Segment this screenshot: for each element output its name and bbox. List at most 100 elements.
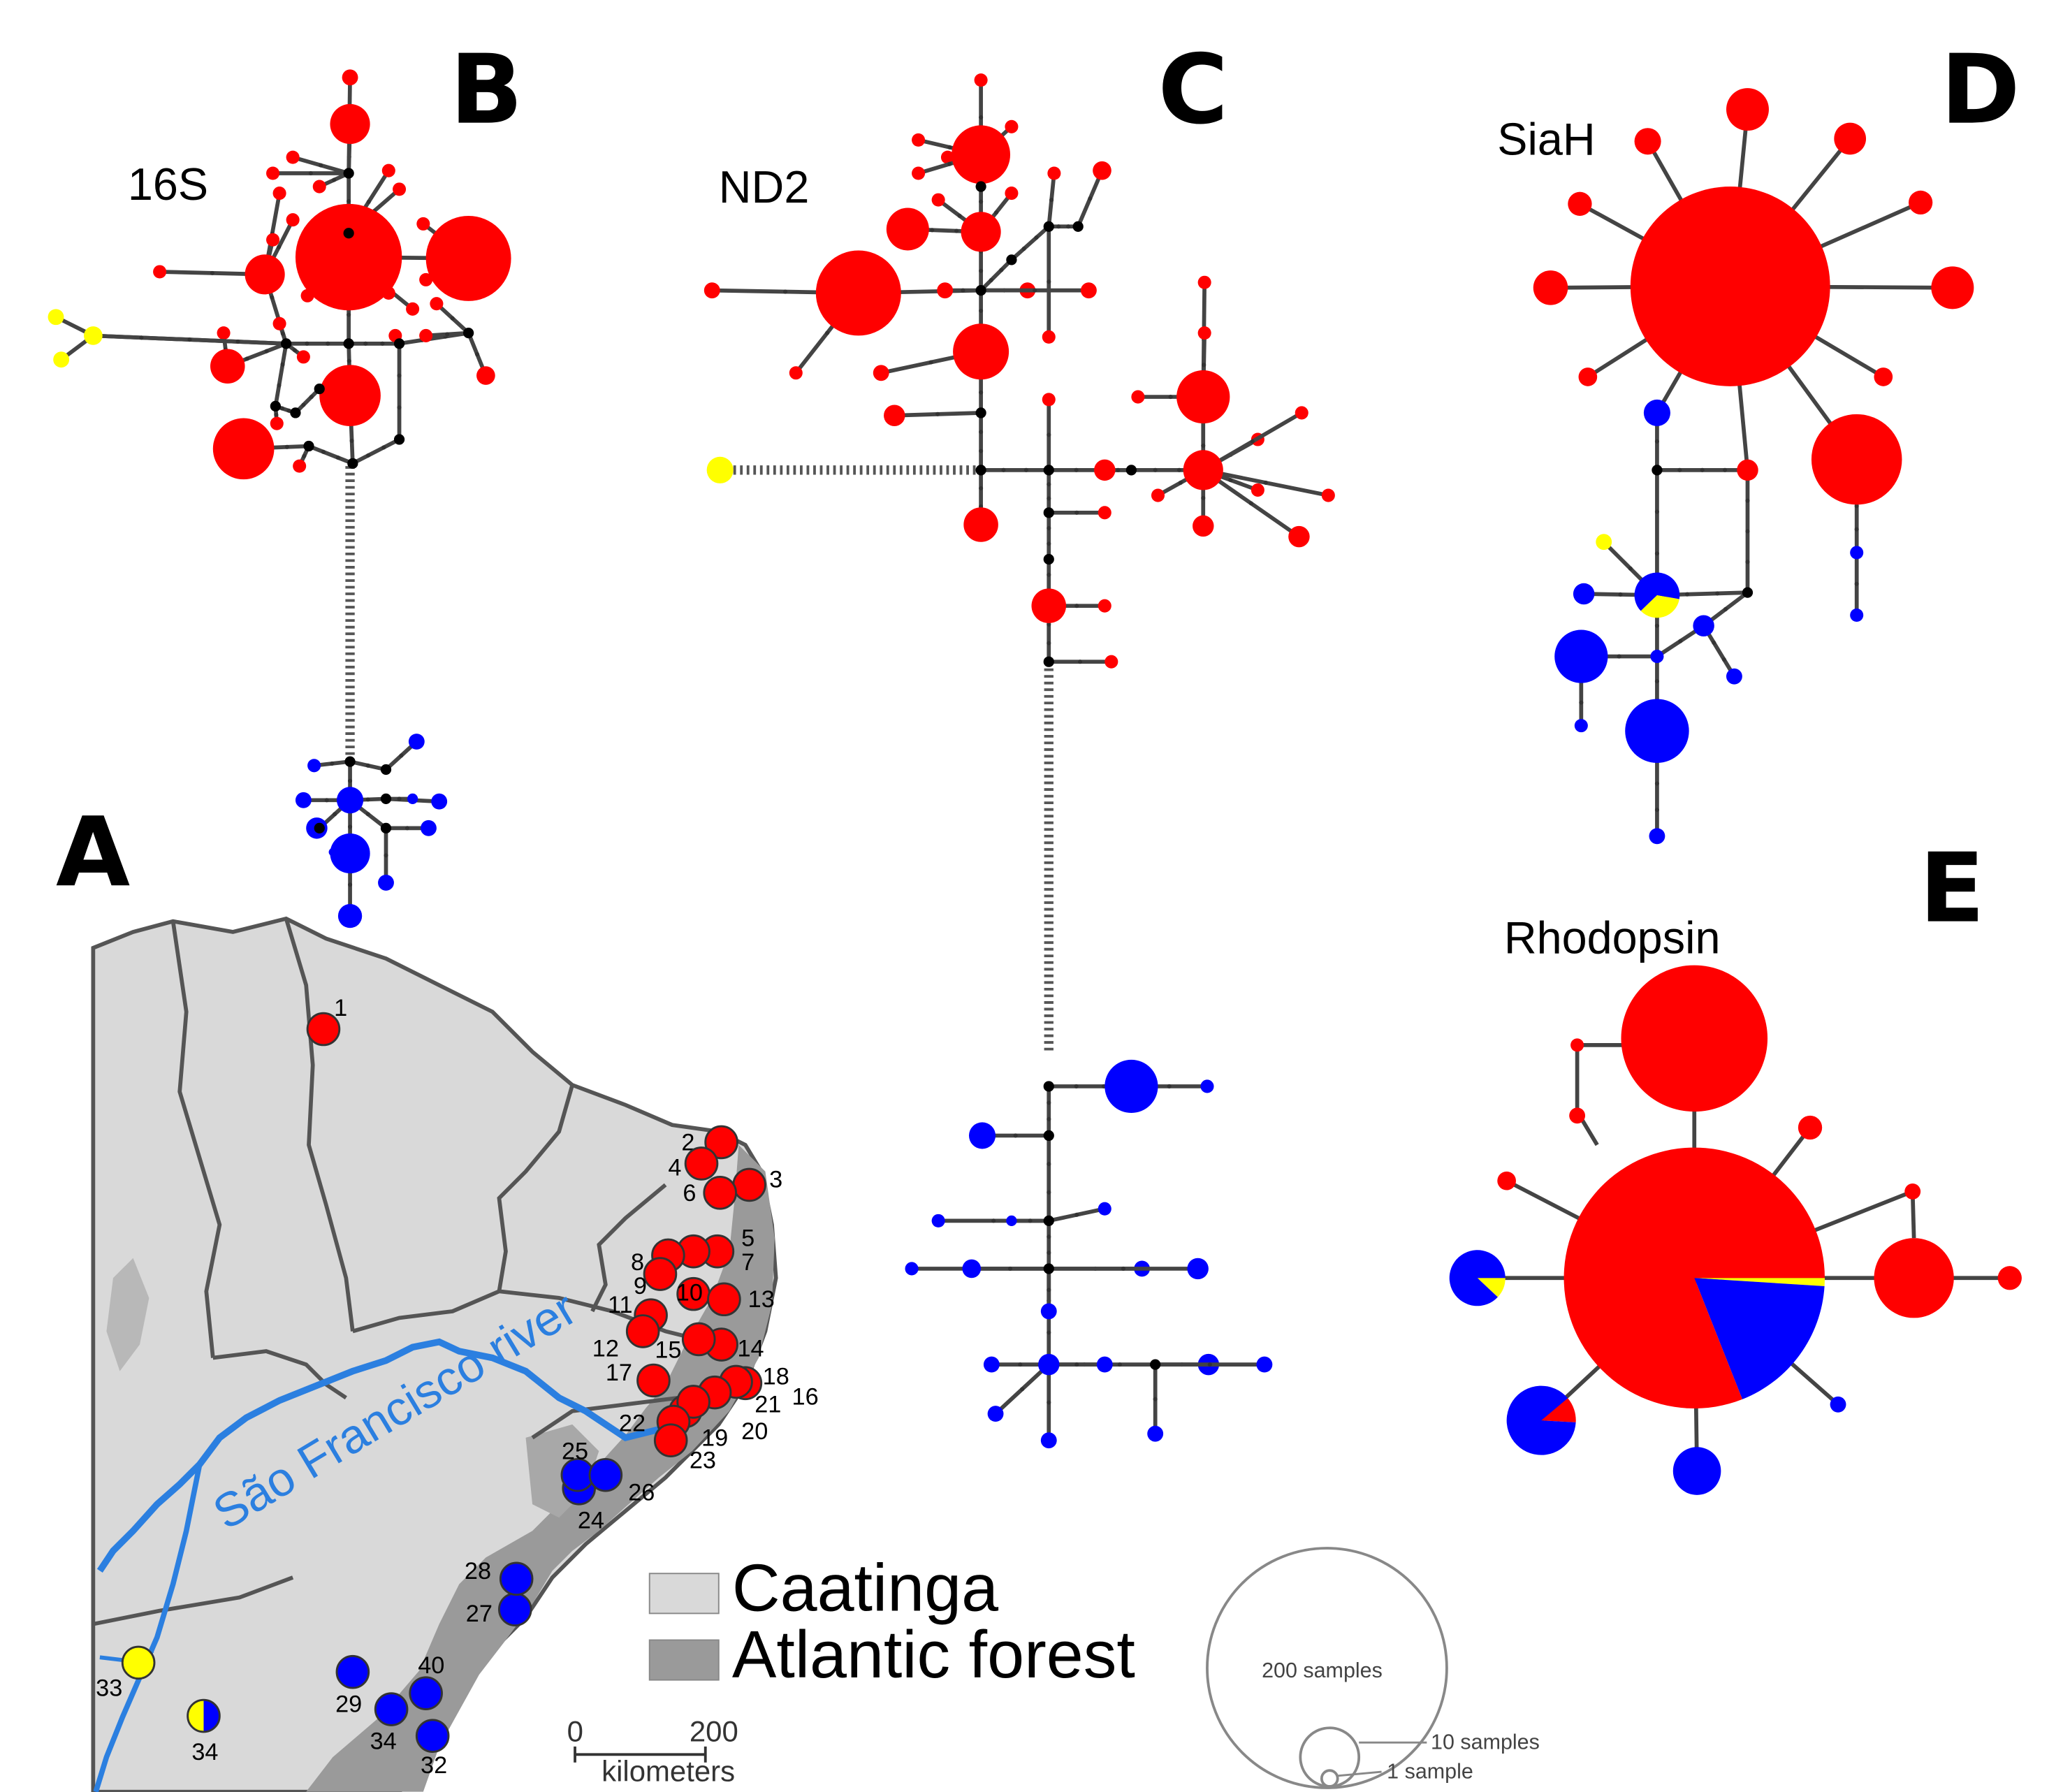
mutation-step <box>1153 1397 1158 1401</box>
haplotype-node <box>1874 367 1893 386</box>
sample-site <box>625 1314 660 1348</box>
haplotype-node <box>1256 1356 1273 1373</box>
mutation-step <box>384 853 388 858</box>
mutation-step <box>348 778 353 783</box>
median-vector <box>1043 1081 1054 1092</box>
sample-site-label: 10 <box>676 1280 703 1306</box>
sample-site-mixed <box>187 1700 220 1732</box>
median-vector <box>393 338 405 349</box>
sample-site-label: 3 <box>769 1167 782 1193</box>
mutation-step <box>1047 641 1051 646</box>
mutation-step <box>139 335 144 340</box>
mutation-step <box>474 352 480 357</box>
mutation-step <box>1618 592 1623 597</box>
pie-slice <box>187 1700 204 1732</box>
haplotype-node <box>1497 1171 1516 1190</box>
haplotype-node <box>952 125 1011 184</box>
haplotype-node <box>1105 655 1118 669</box>
mutation-step <box>1207 1362 1212 1367</box>
mutation-step <box>348 882 353 887</box>
haplotype-node <box>1096 1356 1113 1373</box>
haplotype-node <box>1693 615 1714 636</box>
mutation-step <box>279 406 284 411</box>
mutation-step <box>365 763 370 768</box>
haplotype-node <box>210 349 245 384</box>
haplotype-node <box>1295 406 1308 420</box>
pie-slice <box>1694 1278 1825 1399</box>
haplotype-node <box>1251 483 1264 497</box>
mutation-step <box>1074 467 1079 472</box>
mutation-step <box>1654 551 1659 556</box>
network-edge <box>979 258 1013 292</box>
network-nd2 <box>704 73 1335 1449</box>
mutation-step <box>989 277 993 283</box>
mutation-step <box>1678 639 1683 643</box>
haplotype-node <box>416 217 430 231</box>
panel-letter-a: A <box>56 797 130 908</box>
haplotype-node <box>307 759 321 773</box>
haplotype-node <box>1649 828 1665 845</box>
sample-site-label: 13 <box>748 1286 775 1313</box>
haplotype-node <box>815 250 901 336</box>
mutation-step <box>381 445 386 450</box>
haplotype-node <box>1569 1107 1586 1124</box>
sample-site-label: 25 <box>562 1438 588 1464</box>
network-rhodopsin <box>1449 965 2022 1495</box>
sample-site <box>415 1719 450 1753</box>
mutation-step <box>335 456 340 460</box>
mutation-step <box>1047 1100 1051 1105</box>
mutation-step <box>993 210 999 215</box>
sample-site-label: 19 <box>701 1425 728 1451</box>
mutation-step <box>1654 679 1659 684</box>
mutation-step <box>928 360 933 365</box>
haplotype-node <box>84 326 103 345</box>
sample-site <box>684 1146 719 1181</box>
network-edge <box>293 387 321 414</box>
haplotype-node <box>330 103 370 145</box>
haplotype-node <box>983 1356 1000 1373</box>
mutation-step <box>1854 504 1859 509</box>
legend-swatch-atlantic-forest <box>648 1639 720 1681</box>
sample-site-label: 28 <box>465 1558 491 1585</box>
haplotype-node <box>1105 1059 1158 1114</box>
mutation-step <box>954 228 959 233</box>
haplotype-node <box>1098 506 1111 520</box>
pie-slice <box>1477 1278 1506 1297</box>
sample-site-outline <box>187 1698 221 1733</box>
haplotype-node <box>53 351 70 368</box>
median-vector <box>270 400 281 412</box>
haplotype-node <box>940 150 955 164</box>
haplotype-node <box>295 792 312 808</box>
sample-site-label: 27 <box>466 1601 493 1627</box>
legend-label-caatinga: Caatinga <box>732 1552 998 1626</box>
mutation-step <box>979 449 984 453</box>
haplotype-node <box>312 180 326 194</box>
haplotype-node <box>1568 191 1592 216</box>
haplotype-node <box>1533 270 1568 305</box>
haplotype-node <box>1147 1425 1164 1442</box>
mutation-step <box>1617 654 1621 659</box>
haplotype-node <box>407 793 418 805</box>
haplotype-node <box>330 833 370 874</box>
haplotype-node <box>1038 1353 1060 1376</box>
haplotype-node <box>212 418 275 480</box>
mutation-step <box>1074 1084 1079 1088</box>
legend-swatch-caatinga <box>648 1573 720 1615</box>
haplotype-node <box>789 366 803 380</box>
haplotype-node <box>1005 187 1019 201</box>
pie-slice <box>1506 1385 1576 1455</box>
mutation-step <box>305 341 309 346</box>
median-vector <box>343 228 354 239</box>
mutation-step <box>324 798 329 803</box>
state-border <box>590 1183 667 1313</box>
mutation-step <box>1628 566 1633 571</box>
haplotype-node <box>1634 128 1661 155</box>
haplotype-node <box>1811 414 1902 505</box>
mutation-step <box>365 812 370 817</box>
network-edge <box>351 437 400 465</box>
haplotype-node <box>953 323 1009 380</box>
mutation-step <box>825 330 830 335</box>
mutation-step <box>979 199 984 204</box>
mutation-step <box>210 270 214 275</box>
haplotype-node <box>153 265 167 279</box>
